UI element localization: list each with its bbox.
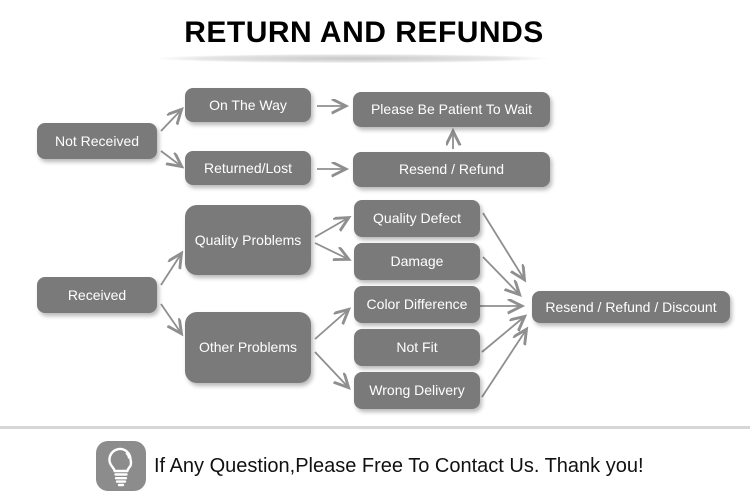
flow-node-please-be-patient: Please Be Patient To Wait (353, 92, 550, 127)
flow-node-quality-defect: Quality Defect (354, 200, 480, 237)
flow-node-on-the-way: On The Way (185, 88, 311, 122)
flow-node-color-difference: Color Difference (354, 286, 480, 323)
footer-divider (0, 426, 750, 429)
flow-node-received: Received (37, 277, 157, 313)
flow-node-quality-problems: Quality Problems (185, 205, 311, 275)
flow-node-resend-refund: Resend / Refund (353, 152, 550, 187)
title-underline-shadow (158, 54, 548, 63)
page-title: RETURN AND REFUNDS (184, 16, 544, 49)
flow-node-not-fit: Not Fit (354, 329, 480, 366)
footer-note: If Any Question,Please Free To Contact U… (96, 441, 644, 491)
flow-node-not-received: Not Received (37, 123, 157, 159)
flow-node-wrong-delivery: Wrong Delivery (354, 372, 480, 409)
lightbulb-glyph (108, 447, 133, 487)
flow-node-returned-lost: Returned/Lost (185, 151, 311, 185)
flow-node-damage: Damage (354, 243, 480, 280)
lightbulb-icon (96, 441, 146, 491)
flow-node-other-problems: Other Problems (185, 312, 311, 383)
footer-message: If Any Question,Please Free To Contact U… (154, 454, 644, 477)
flow-node-resend-refund-discount: Resend / Refund / Discount (532, 291, 730, 323)
